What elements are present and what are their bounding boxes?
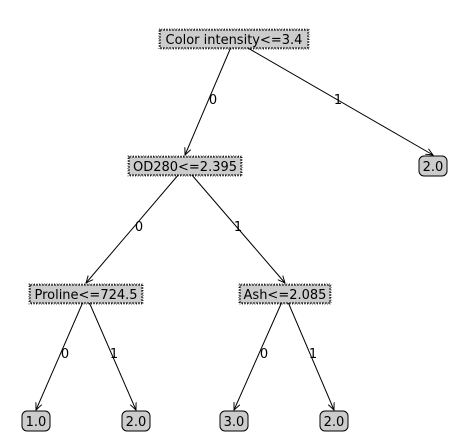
tree-edge-n1-n3	[86, 166, 186, 283]
leaf-node-n5: 1.0	[21, 410, 51, 432]
split-node-n0: Color intensity<=3.4	[158, 28, 310, 50]
node-label-n4: Ash<=2.085	[244, 288, 327, 303]
tree-edge-n1-n4	[184, 166, 285, 283]
edge-label-n1-n3: 0	[135, 220, 143, 235]
node-label-n6: 2.0	[126, 415, 147, 430]
edges-layer: 0 1 0 1 0 1 0 1	[36, 39, 433, 410]
edge-label-n3-n6: 1	[110, 347, 118, 362]
tree-edge-n0-n2	[233, 39, 433, 155]
node-label-n2: 2.0	[423, 160, 444, 175]
node-label-n1: OD280<=2.395	[133, 160, 237, 175]
leaf-node-n2: 2.0	[418, 155, 448, 177]
edge-label-n4-n7: 0	[260, 347, 268, 362]
node-label-n5: 1.0	[26, 415, 47, 430]
tree-edge-n3-n5	[36, 294, 87, 410]
tree-edge-n3-n6	[85, 294, 136, 410]
edge-label-n0-n1: 0	[209, 93, 217, 108]
node-label-n3: Proline<=724.5	[34, 288, 137, 303]
edge-label-n1-n4: 1	[234, 220, 242, 235]
node-label-n7: 3.0	[224, 415, 245, 430]
edge-label-n3-n5: 0	[61, 347, 69, 362]
edge-label-n0-n2: 1	[334, 93, 342, 108]
leaf-node-n7: 3.0	[219, 410, 249, 432]
tree-edge-n0-n1	[185, 39, 235, 155]
node-label-n0: Color intensity<=3.4	[166, 33, 303, 48]
leaf-node-n6: 2.0	[121, 410, 151, 432]
edge-label-n4-n8: 1	[309, 347, 317, 362]
split-node-n4: Ash<=2.085	[238, 283, 332, 305]
tree-edge-n4-n7	[234, 294, 286, 410]
node-label-n8: 2.0	[324, 415, 345, 430]
split-node-n1: OD280<=2.395	[127, 155, 243, 177]
split-node-n3: Proline<=724.5	[28, 283, 144, 305]
leaf-node-n8: 2.0	[319, 410, 349, 432]
tree-edge-n4-n8	[284, 294, 334, 410]
